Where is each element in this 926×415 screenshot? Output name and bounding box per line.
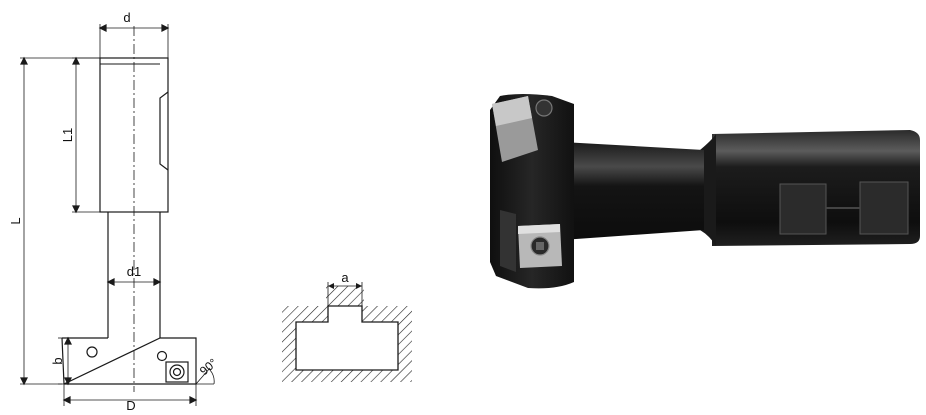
- insert-seat: [165, 361, 189, 383]
- insert-screw: [169, 364, 185, 380]
- label-D: D: [126, 398, 135, 410]
- right-screw-hole: [156, 350, 168, 362]
- neck-outline: [107, 212, 161, 338]
- label-L1: L1: [60, 128, 75, 142]
- shank-flat: [159, 91, 169, 171]
- t-slot-hatched-body: [282, 286, 412, 382]
- t-slot-section: [282, 282, 412, 382]
- angle-arc: [195, 367, 214, 385]
- label-angle: 90°: [197, 356, 220, 379]
- tool-photo: [490, 94, 920, 289]
- left-screw-hole: [86, 346, 98, 358]
- photo-shank-flat-1: [780, 184, 826, 234]
- photo-neck: [562, 142, 704, 240]
- side-view-drawing: [20, 24, 215, 406]
- photo-upper-screw: [535, 99, 553, 117]
- label-d1: d1: [127, 264, 141, 279]
- label-b: b: [50, 357, 65, 364]
- label-a: a: [341, 270, 349, 285]
- photo-shank-flat-2: [860, 182, 908, 234]
- label-L: L: [8, 217, 23, 224]
- head-outline: [62, 337, 197, 385]
- label-d: d: [123, 10, 130, 25]
